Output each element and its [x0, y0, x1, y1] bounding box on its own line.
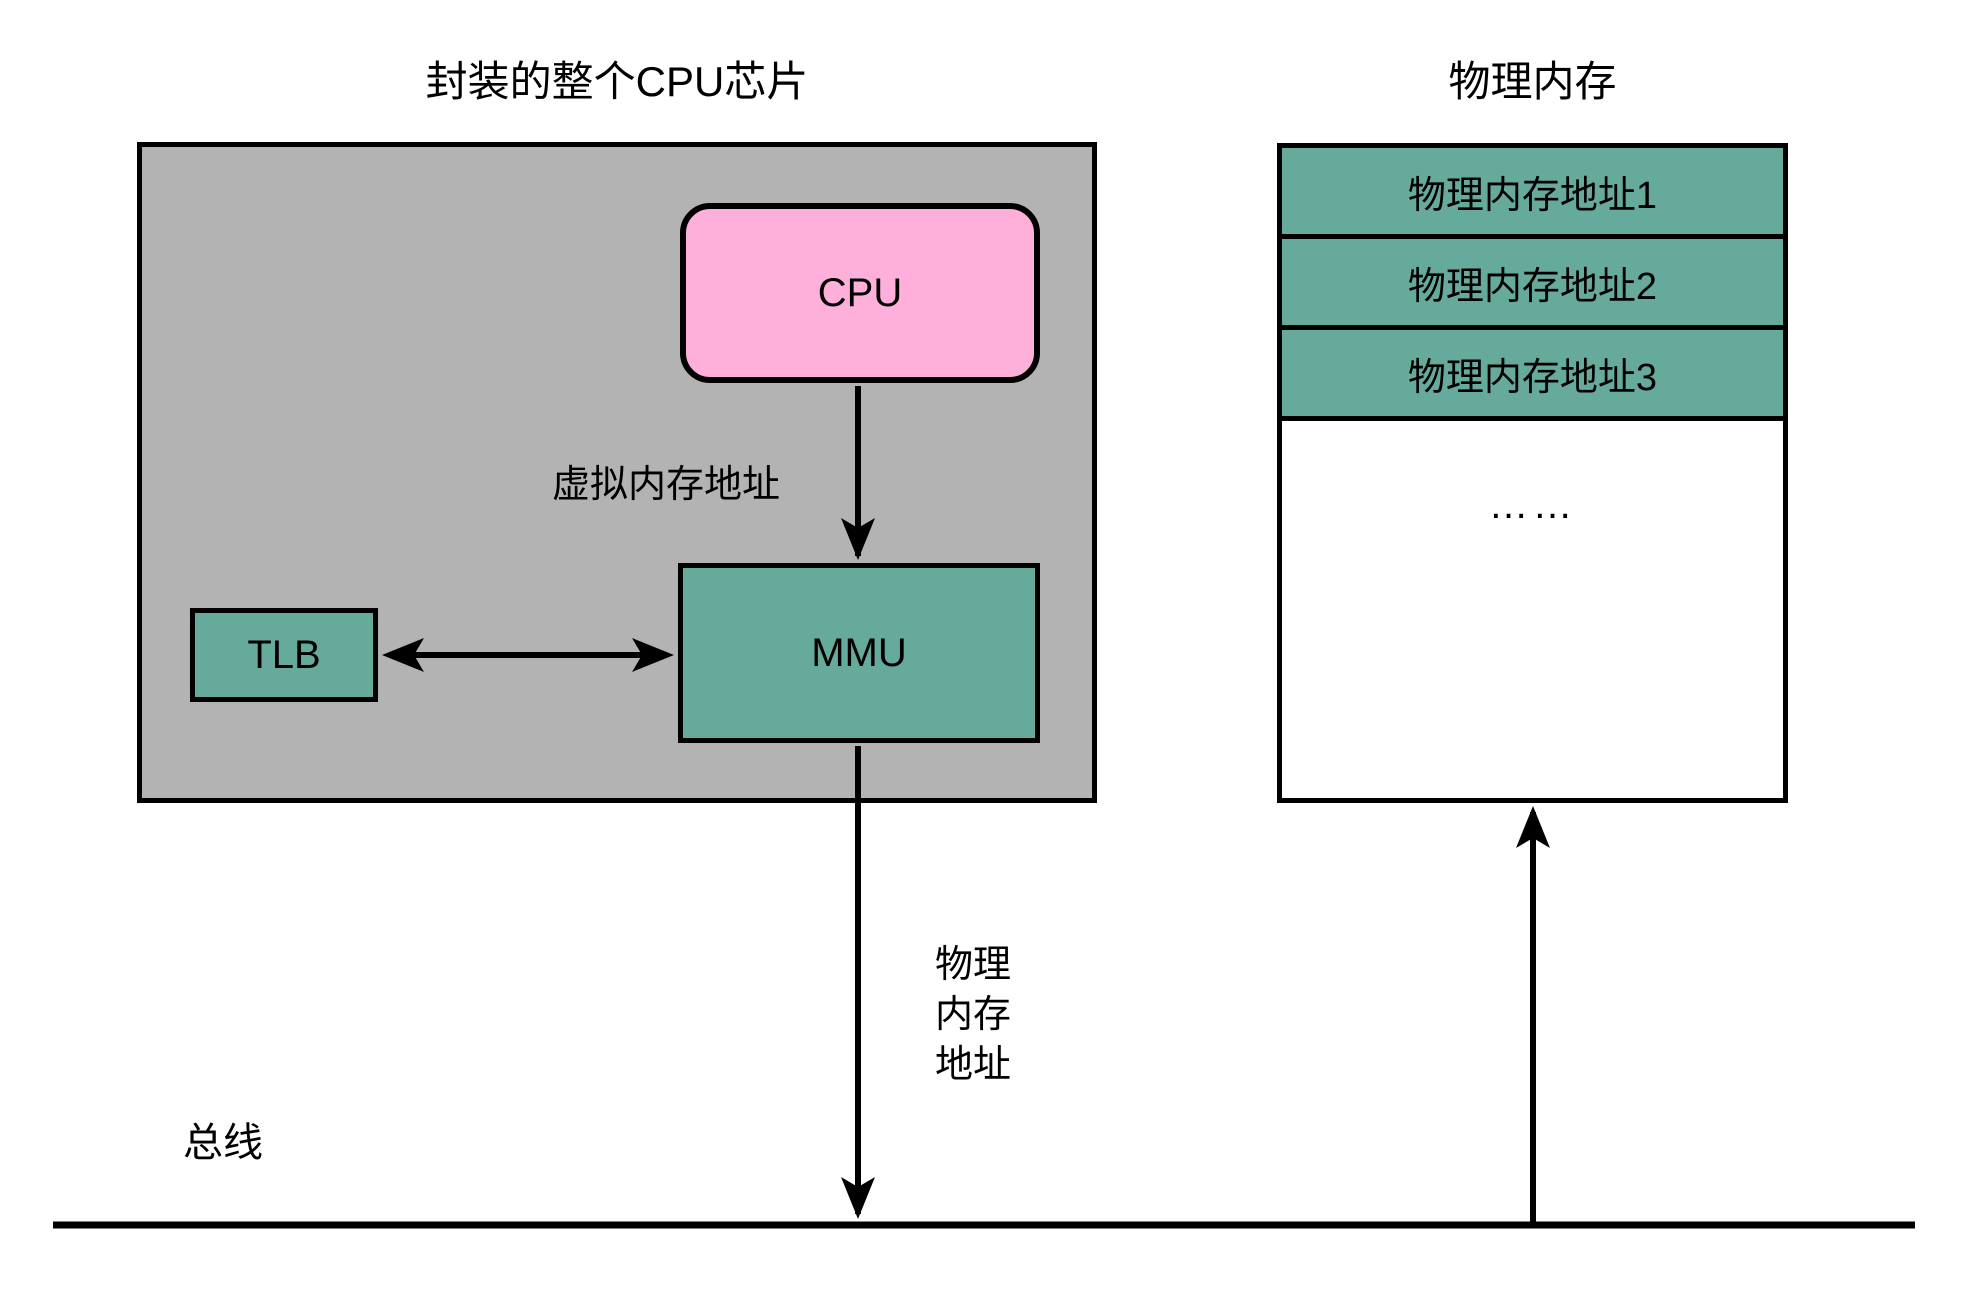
tlb-label: TLB — [247, 632, 321, 677]
cpu-label: CPU — [817, 270, 903, 315]
physical-address-line-3: 地址 — [935, 1044, 1012, 1086]
memory-row-1: 物理内存地址1 — [1282, 148, 1783, 239]
mmu-box: MMU — [678, 563, 1040, 743]
mmu-to-bus-arrowhead-icon — [841, 1177, 875, 1219]
chip-title: 封装的整个CPU芯片 — [425, 58, 809, 105]
virtual-address-label: 虚拟内存地址 — [552, 464, 781, 506]
memory-row-1-label: 物理内存地址1 — [1407, 174, 1658, 217]
memory-row-3-label: 物理内存地址3 — [1407, 356, 1658, 399]
physical-address-label: 物理 内存 地址 — [935, 940, 1011, 1090]
memory-row-3: 物理内存地址3 — [1282, 330, 1783, 421]
physical-memory-box: 物理内存地址1 物理内存地址2 物理内存地址3 …… — [1277, 143, 1788, 803]
tlb-box: TLB — [190, 608, 378, 702]
physical-address-line-1: 物理 — [935, 944, 1012, 986]
memory-ellipsis: …… — [1488, 483, 1577, 527]
cpu-box: CPU — [680, 203, 1040, 383]
bus-to-memory-arrowhead-icon — [1516, 806, 1550, 848]
mmu-label: MMU — [811, 630, 907, 675]
memory-row-2: 物理内存地址2 — [1282, 239, 1783, 330]
memory-title: 物理内存 — [1448, 58, 1617, 105]
physical-address-line-2: 内存 — [935, 994, 1012, 1036]
bus-label: 总线 — [183, 1121, 263, 1165]
memory-row-2-label: 物理内存地址2 — [1407, 265, 1658, 308]
